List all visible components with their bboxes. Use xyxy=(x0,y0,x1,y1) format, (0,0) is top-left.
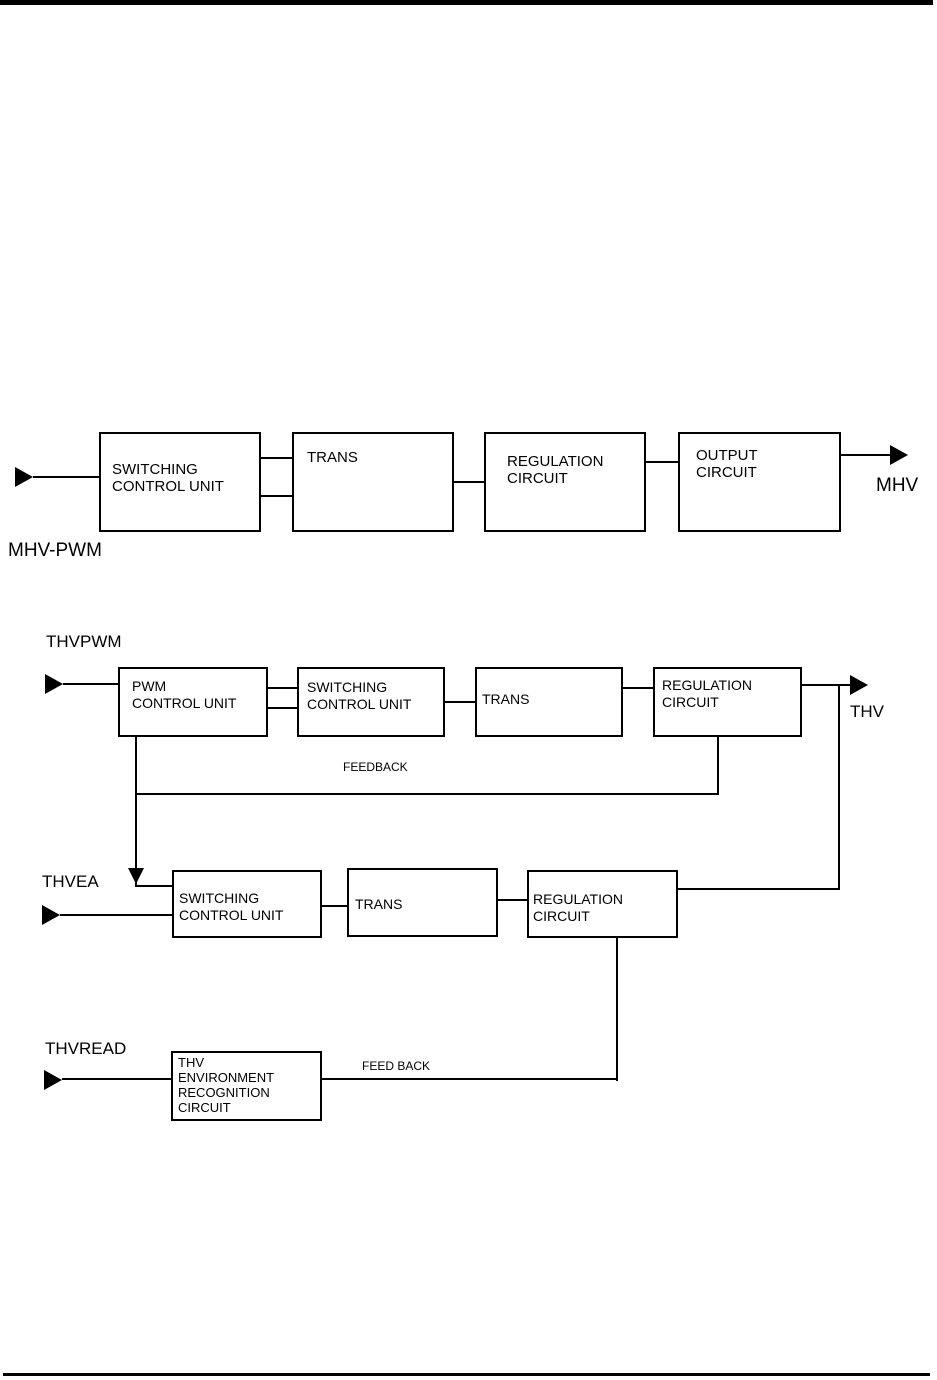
feedback-label: FEED BACK xyxy=(362,1059,431,1073)
thv-regulation-circuit-box: REGULATION CIRCUIT xyxy=(653,667,802,737)
bottom-page-rule xyxy=(3,1373,930,1376)
box-label: CIRCUIT xyxy=(507,470,568,487)
box-label: PWM xyxy=(132,678,167,694)
box-label: CONTROL UNIT xyxy=(307,696,412,712)
box-label: THV xyxy=(178,1055,204,1070)
box-label: CIRCUIT xyxy=(662,694,719,710)
thv-trans-box: TRANS xyxy=(475,667,623,737)
box-label: TRANS xyxy=(355,896,403,912)
box-label: REGULATION xyxy=(507,453,604,470)
connector-line xyxy=(496,899,529,901)
feedback-label: FEEDBACK xyxy=(343,760,408,774)
connector-line xyxy=(839,454,891,456)
box-label: CONTROL UNIT xyxy=(112,478,224,495)
thv-node-line xyxy=(838,684,840,890)
connector-line xyxy=(452,481,486,483)
box-label: TRANS xyxy=(307,449,358,466)
control-line xyxy=(135,885,174,887)
box-label: TRANS xyxy=(482,691,530,707)
feedback-line xyxy=(320,1078,618,1080)
thvea-switching-control-unit-box: SWITCHING CONTROL UNIT xyxy=(172,870,322,938)
connector-line xyxy=(644,461,680,463)
connector-line xyxy=(62,1078,171,1080)
connector-line xyxy=(60,914,174,916)
feedback-line xyxy=(717,735,719,795)
connector-line xyxy=(33,476,99,478)
signal-label-mhv: MHV xyxy=(876,475,919,496)
box-label: REGULATION xyxy=(533,891,623,907)
thvea-regulation-circuit-box: REGULATION CIRCUIT xyxy=(527,870,678,938)
input-arrow-icon xyxy=(44,1070,62,1090)
box-label: CIRCUIT xyxy=(178,1100,231,1115)
mhv-regulation-circuit-box: REGULATION CIRCUIT xyxy=(484,432,646,532)
connector-line xyxy=(266,687,299,689)
connector-line xyxy=(800,684,850,686)
down-arrow-icon xyxy=(128,868,144,884)
control-line xyxy=(135,735,137,887)
box-label: CIRCUIT xyxy=(696,464,757,481)
box-label: SWITCHING xyxy=(112,461,198,478)
connector-line xyxy=(259,457,294,459)
box-label: CIRCUIT xyxy=(533,908,590,924)
signal-label-thvpwm: THVPWM xyxy=(46,632,122,651)
connector-line xyxy=(443,701,477,703)
signal-label-thvea: THVEA xyxy=(42,872,99,891)
signal-label-thvread: THVREAD xyxy=(45,1039,127,1058)
input-arrow-icon xyxy=(42,905,60,925)
box-label: RECOGNITION xyxy=(178,1085,270,1100)
connector-line xyxy=(63,683,118,685)
thv-environment-recognition-circuit-box: THV ENVIRONMENT RECOGNITION CIRCUIT xyxy=(171,1051,322,1121)
thvea-trans-box: TRANS xyxy=(347,868,498,937)
input-arrow-icon xyxy=(45,674,63,694)
top-page-rule xyxy=(0,0,933,5)
mhv-trans-box: TRANS xyxy=(292,432,454,532)
connector-line xyxy=(621,687,655,689)
mhv-switching-control-unit-box: SWITCHING CONTROL UNIT xyxy=(99,432,261,532)
box-label: ENVIRONMENT xyxy=(178,1070,275,1085)
box-label: OUTPUT xyxy=(696,447,758,464)
feedback-line xyxy=(616,936,618,1081)
box-label: REGULATION xyxy=(662,677,752,693)
signal-label-mhv-pwm: MHV-PWM xyxy=(8,540,102,561)
box-label: CONTROL UNIT xyxy=(179,907,284,923)
box-label: SWITCHING xyxy=(179,890,260,906)
mhv-output-circuit-box: OUTPUT CIRCUIT xyxy=(678,432,841,532)
input-arrow-icon xyxy=(15,467,33,487)
signal-label-thv: THV xyxy=(850,702,884,721)
output-arrow-icon xyxy=(890,445,908,465)
box-label: CONTROL UNIT xyxy=(132,695,237,711)
output-arrow-icon xyxy=(850,675,868,695)
feedback-line xyxy=(135,793,719,795)
connector-line xyxy=(676,888,840,890)
thv-pwm-control-unit-box: PWM CONTROL UNIT xyxy=(118,667,268,737)
connector-line xyxy=(266,707,299,709)
box-label: SWITCHING xyxy=(307,679,388,695)
connector-line xyxy=(320,905,349,907)
thv-switching-control-unit-box: SWITCHING CONTROL UNIT xyxy=(297,667,445,737)
connector-line xyxy=(259,495,294,497)
